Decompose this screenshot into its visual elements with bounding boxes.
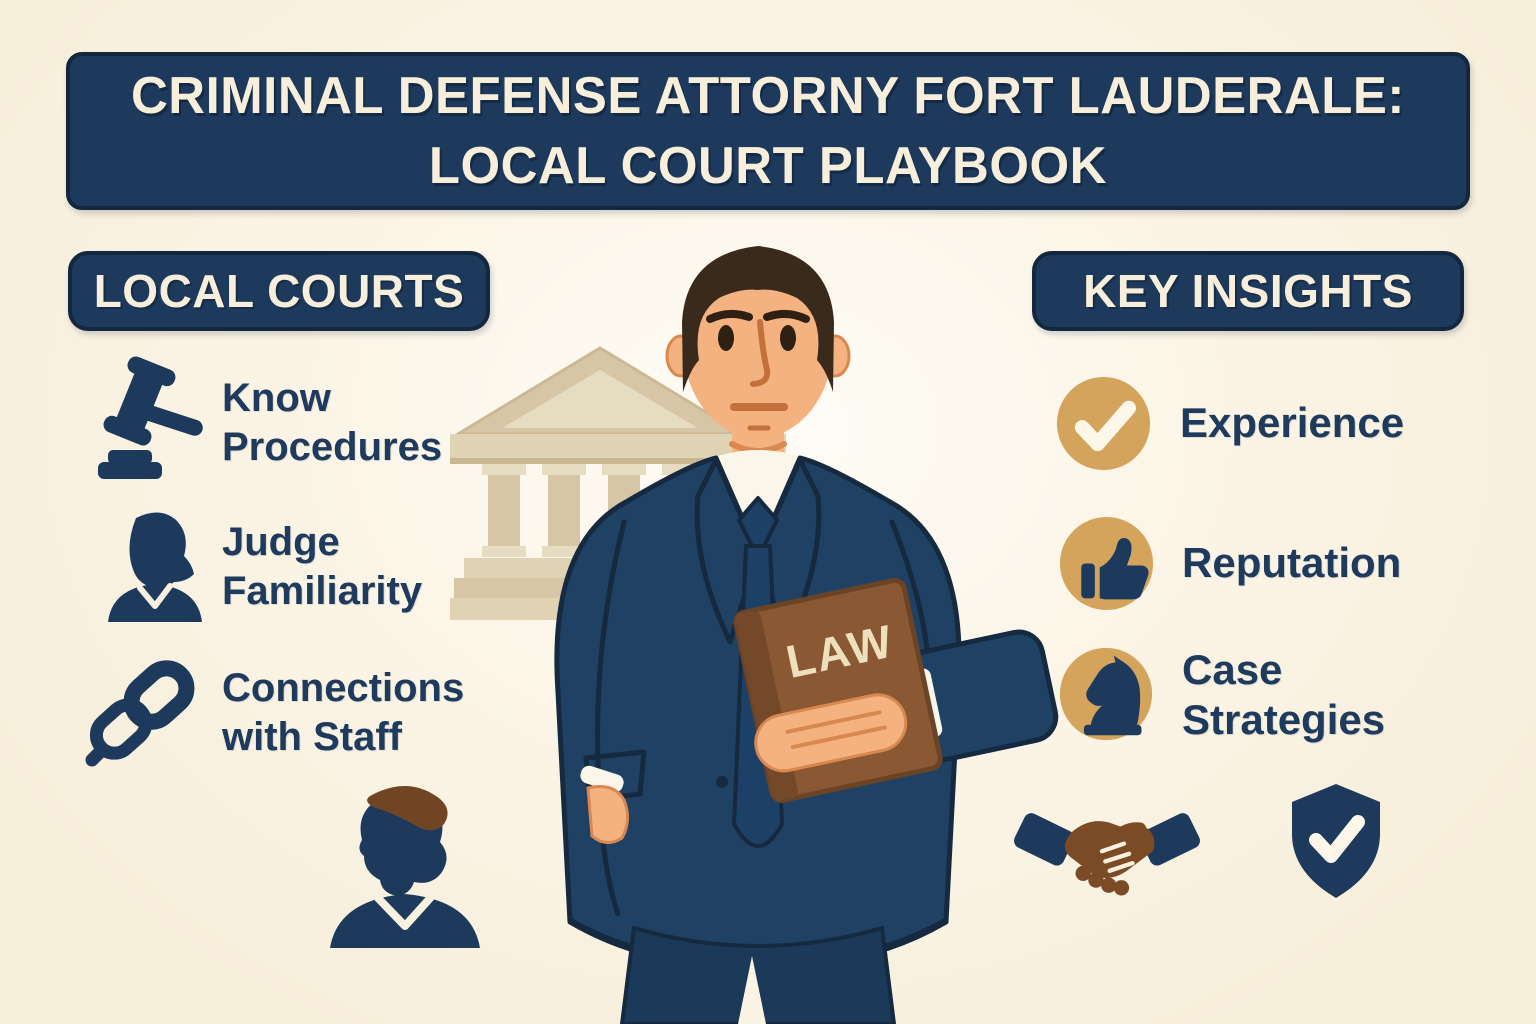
chess-knight-icon [1058, 646, 1154, 742]
title-banner: CRIMINAL DEFENSE ATTORNY FORT LAUDERALE:… [66, 52, 1470, 210]
chain-link-icon [84, 650, 200, 768]
experience-label: Experience [1180, 399, 1405, 446]
shield-check-icon [1286, 780, 1386, 902]
know-procedures-label: Know Procedures [222, 376, 443, 469]
key-insights-badge: KEY INSIGHTS [1032, 251, 1464, 331]
local-courts-badge: LOCAL COURTS [68, 251, 490, 331]
title-line-1: CRIMINAL DEFENSE ATTORNY FORT LAUDERALE: [131, 67, 1405, 125]
gavel-icon [86, 356, 218, 482]
check-circle-icon [1055, 375, 1152, 472]
judge-icon [100, 504, 210, 624]
handshake-icon [1014, 782, 1200, 912]
person-bust-icon [312, 774, 498, 956]
local-courts-label: LOCAL COURTS [93, 265, 465, 317]
attorney-illustration: LAW [540, 222, 1059, 1024]
case-strategies-label: Case Strategies [1182, 646, 1386, 743]
thumbs-up-icon [1058, 515, 1155, 612]
key-insights-label: KEY INSIGHTS [1083, 265, 1413, 317]
judge-familiarity-label: Judge Familiarity [222, 520, 423, 613]
title-line-2: LOCAL COURT PLAYBOOK [428, 137, 1107, 195]
connections-staff-label: Connections with Staff [222, 666, 465, 759]
reputation-label: Reputation [1182, 539, 1402, 586]
